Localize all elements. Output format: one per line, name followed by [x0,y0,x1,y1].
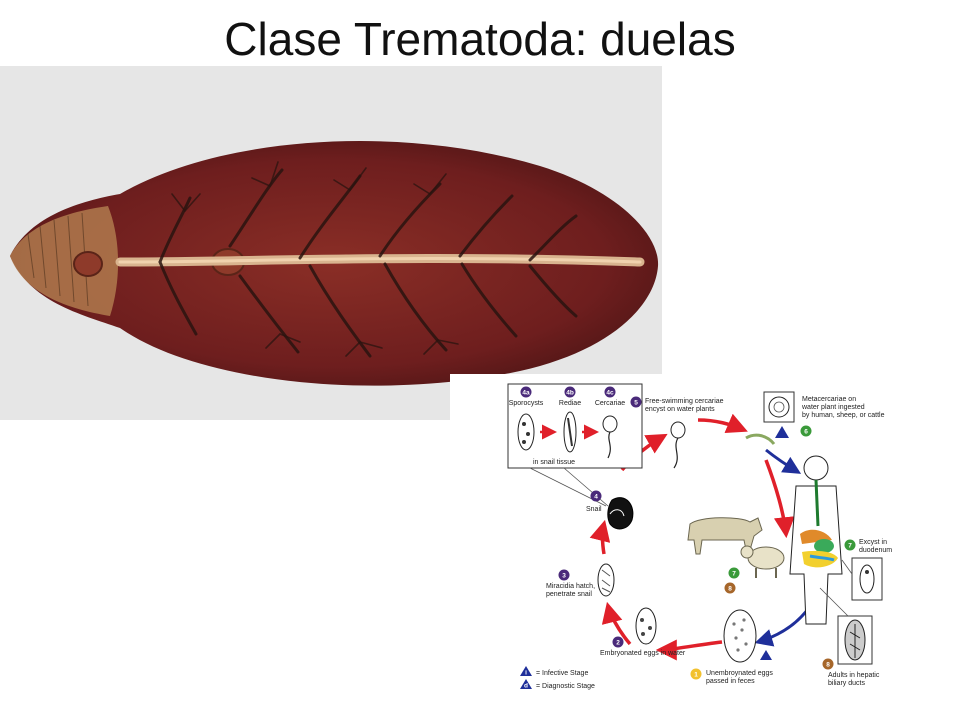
cow-icon [687,517,763,555]
stage-4-label: Snail [586,506,602,513]
stage-6-label-3: by human, sheep, or cattle [802,412,885,419]
stage-1-diagnostic-mark [760,650,772,660]
stage-6: Metacercariae on water plant ingested by… [745,391,885,445]
inset-rediae-num: 4b [566,390,574,397]
stage-2: 2 Embryonated eggs in water [600,607,686,657]
arrow-to-human [765,448,802,474]
life-cycle-diagram: 4a Sporocysts 4b Rediae 4c Cercariae in … [450,374,940,714]
arrow-cercariae-to-metacercariae [697,413,748,434]
stage-1-label-2: passed in feces [706,678,755,685]
embryonated-egg-icon [635,607,657,645]
stage-6-num: 6 [804,429,808,436]
stage-5: 5 Free-swimming cercariae encyst on wate… [630,396,724,469]
cercaria-icon [602,415,618,433]
snail-tissue-inset: 4a Sporocysts 4b Rediae 4c Cercariae in … [507,383,643,507]
stage-5-num: 5 [634,400,638,407]
stage-4: 4 Snail [586,490,634,530]
snail-icon [607,497,634,530]
stage-1-num: 1 [694,672,698,679]
water-plant-icon [745,433,776,445]
svg-text:i: i [525,670,527,677]
stage-3-label-1: Miracidia hatch, [546,583,595,590]
stage-7-num: 7 [848,543,852,550]
stage-3: 3 Miracidia hatch, penetrate snail [546,563,615,598]
inset-caption: in snail tissue [533,459,575,466]
stage-1-label-1: Unembroynated eggs [706,670,773,677]
stage-7-label-2: duodenum [859,547,892,554]
cercaria-swimming-icon [670,421,686,439]
inset-sporocysts-num: 4a [522,390,530,397]
arrow-miracidia-to-snail [589,519,611,555]
legend-infective-mark [520,666,532,676]
stage-1: 1 Unembroynated eggs passed in feces [690,609,773,685]
fluke-gut [115,161,645,358]
stage-8: 8 Adults in hepatic biliary ducts [819,587,880,687]
stage-2-num: 2 [616,640,620,647]
excysted-fluke-icon [859,564,875,594]
stage-6-label-2: water plant ingested [801,404,865,411]
legend: i = Infective Stage d = Diagnostic Stage [520,666,595,690]
svg-text:d: d [524,683,528,690]
human-host [789,455,843,625]
stage-7-label-1: Excyst in [859,539,887,546]
arrow-egg-to-embryo [655,639,723,661]
animal-stage-7-num: 7 [732,571,736,578]
sporocyst-icon [517,413,535,451]
stage-6-label-1: Metacercariae on [802,396,856,403]
slide-title: Clase Trematoda: duelas [224,13,736,65]
stage-8-num: 8 [826,662,830,669]
stage-8-label-1: Adults in hepatic [828,672,880,679]
stage-5-label-2: encyst on water plants [645,406,715,413]
unembryonated-egg-icon [723,609,757,663]
inset-rediae-label: Rediae [559,400,581,407]
stomach [814,539,834,553]
miracidium-icon [597,563,615,597]
arrow-embryo-to-miracidia [601,601,632,646]
fluke-photo [0,66,662,420]
legend-infective-label: = Infective Stage [536,670,588,677]
human-head [803,455,829,481]
inset-sporocysts-label: Sporocysts [509,400,544,407]
stage-7: 7 Excyst in duodenum [841,539,892,601]
animal-stage-8-num: 8 [728,586,732,593]
stage-5-label-1: Free-swimming cercariae [645,398,724,405]
sheep-icon [740,545,785,578]
legend-diagnostic-label: = Diagnostic Stage [536,683,595,690]
stage-4-num: 4 [594,494,598,501]
arrow-metacercariae-down [764,459,795,539]
inset-cercariae-label: Cercariae [595,400,625,407]
stage-8-label-2: biliary ducts [828,680,865,687]
metacercaria-icon [768,396,790,418]
stage-6-infective-mark [775,426,789,438]
inset-cercariae-num: 4c [606,390,614,397]
animal-hosts: 7 8 [687,517,785,594]
esophagus [814,479,820,527]
stage-3-num: 3 [562,573,566,580]
stage-2-label: Embryonated eggs in water [600,650,686,657]
legend-diagnostic-mark [520,679,532,689]
stage-3-label-2: penetrate snail [546,591,592,598]
fluke-illustration [10,141,659,386]
